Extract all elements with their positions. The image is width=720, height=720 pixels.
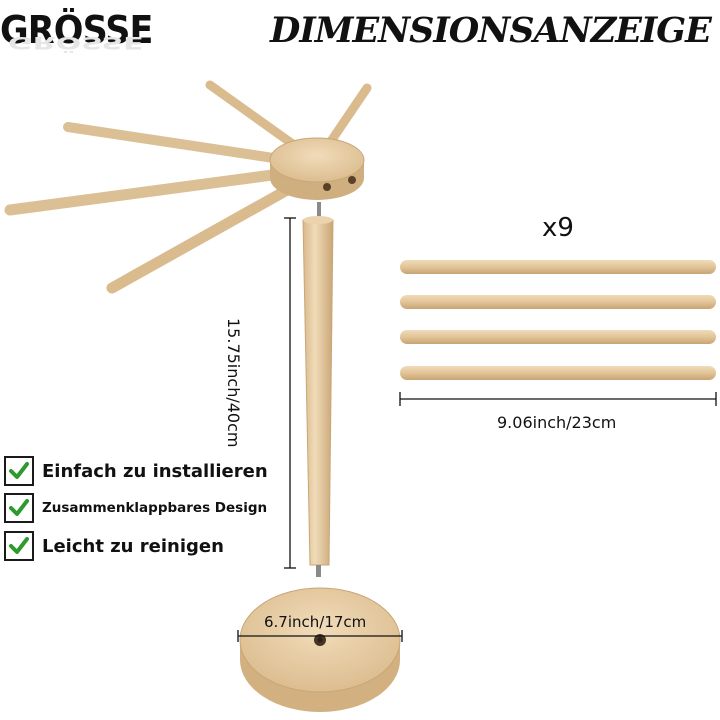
pole-height-label: 15.75inch/40cm (224, 318, 243, 448)
rod (400, 260, 716, 274)
loose-rods (400, 260, 716, 380)
feature-label: Leicht zu reinigen (42, 535, 224, 557)
base-dimension-line (237, 630, 403, 642)
check-icon (4, 493, 34, 523)
feature-label: Einfach zu installieren (42, 460, 268, 482)
rod-dimension-line (399, 392, 717, 406)
feature-item: Einfach zu installieren (4, 455, 268, 487)
feature-item: Leicht zu reinigen (4, 530, 224, 562)
fan-hub (269, 137, 365, 200)
pole (302, 202, 334, 577)
rod-count-label: x9 (542, 213, 574, 243)
feature-item: Zusammenklappbares Design (4, 492, 267, 524)
check-icon (4, 456, 34, 486)
size-badge-title: GRÖSSE (0, 8, 153, 52)
base (239, 587, 401, 712)
fan-arm (63, 122, 305, 167)
rod (400, 330, 716, 344)
rod (400, 295, 716, 309)
base-diameter-label: 6.7inch/17cm (264, 613, 367, 631)
feature-label: Zusammenklappbares Design (42, 500, 268, 516)
rod (400, 366, 716, 380)
rod-length-label: 9.06inch/23cm (497, 413, 617, 432)
fan-arm (4, 166, 301, 216)
check-icon (4, 531, 34, 561)
pole-dimension-line (284, 217, 296, 569)
fan-arm (106, 174, 311, 294)
page-title: DIMENSIONSANZEIGE (270, 10, 712, 51)
